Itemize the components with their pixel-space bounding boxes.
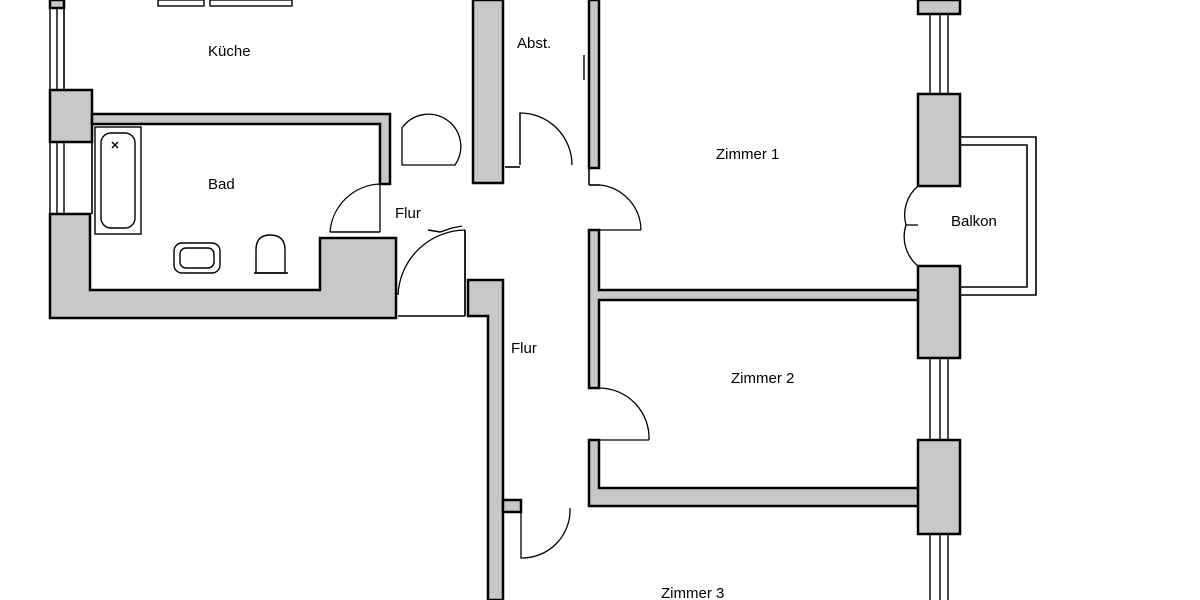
wall-bath-outer — [48, 212, 398, 320]
room-labels: Küche Abst. Zimmer 1 Bad Balkon Flur Flu… — [208, 35, 997, 600]
wall-right-pier-2 — [916, 264, 962, 360]
wall-right-pier-3 — [916, 438, 962, 536]
wall-right-pier-1 — [916, 92, 962, 188]
door-zimmer2 — [599, 387, 650, 441]
sink-icon — [173, 242, 221, 274]
room-label-balkon: Balkon — [951, 213, 997, 230]
wall-left-pier-mid — [48, 88, 94, 144]
windows — [49, 8, 949, 600]
window-zimmer1-top — [929, 14, 949, 94]
wall-right-pier-top — [916, 0, 962, 16]
door-flur-left — [397, 229, 466, 296]
room-label-abst: Abst. — [517, 35, 551, 52]
walls — [48, 0, 962, 600]
wall-left-pier-top — [48, 0, 66, 10]
door-zimmer1 — [599, 184, 642, 231]
wall-kitchen-bath — [90, 112, 392, 186]
door-bath — [329, 183, 381, 233]
wall-door-stub — [501, 498, 523, 514]
room-label-flur-upper: Flur — [395, 205, 421, 222]
bathtub-icon — [94, 126, 142, 235]
wall-flur-left — [466, 278, 505, 600]
kitchen-counter — [157, 0, 205, 7]
room-label-zimmer3: Zimmer 3 — [661, 585, 724, 600]
door-balkon — [903, 185, 919, 226]
wall-corridor-right-upper — [587, 228, 922, 390]
fixtures — [94, 0, 463, 274]
room-label-zimmer1: Zimmer 1 — [716, 146, 779, 163]
room-label-kueche: Küche — [208, 43, 251, 60]
door-zimmer3 — [520, 507, 571, 559]
wall-central-pillar — [471, 0, 505, 185]
room-label-bad: Bad — [208, 176, 235, 193]
room-label-flur-lower: Flur — [511, 340, 537, 357]
door-kitchen — [401, 113, 462, 166]
balcony — [960, 136, 1037, 296]
door-abst — [519, 112, 573, 166]
room-label-zimmer2: Zimmer 2 — [731, 370, 794, 387]
wall-corridor-right-lower — [587, 438, 922, 508]
window-zimmer3 — [929, 534, 949, 600]
window-bath-left — [49, 142, 65, 214]
window-kitchen-left — [49, 8, 58, 90]
toilet-icon — [254, 234, 288, 274]
doors — [329, 112, 919, 559]
window-zimmer2 — [929, 358, 949, 440]
wall-abst-right — [587, 0, 601, 170]
